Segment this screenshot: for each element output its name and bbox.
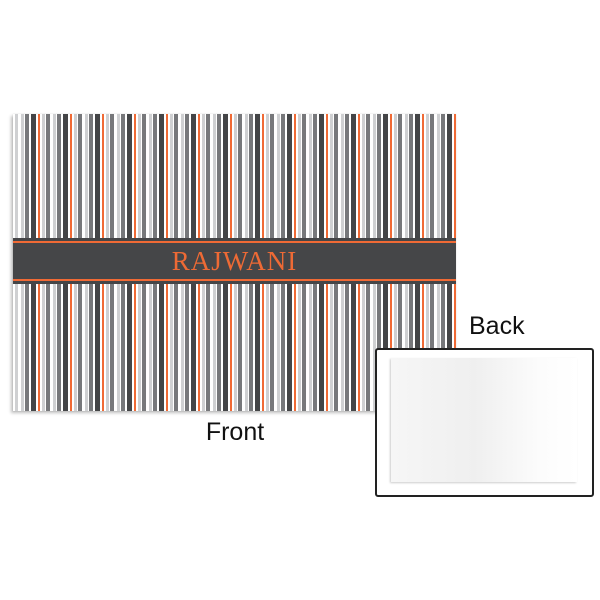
back-card-blank-surface: [391, 358, 577, 482]
monogram-text: RAJWANI: [171, 246, 298, 276]
front-label: Front: [205, 418, 265, 446]
band-accent-line-top: [13, 241, 456, 243]
band-accent-line-bottom: [13, 279, 456, 281]
monogram-band: RAJWANI: [13, 238, 456, 284]
back-label: Back: [469, 312, 525, 340]
front-card-preview: RAJWANI: [13, 114, 456, 411]
back-card-preview: [375, 348, 594, 497]
